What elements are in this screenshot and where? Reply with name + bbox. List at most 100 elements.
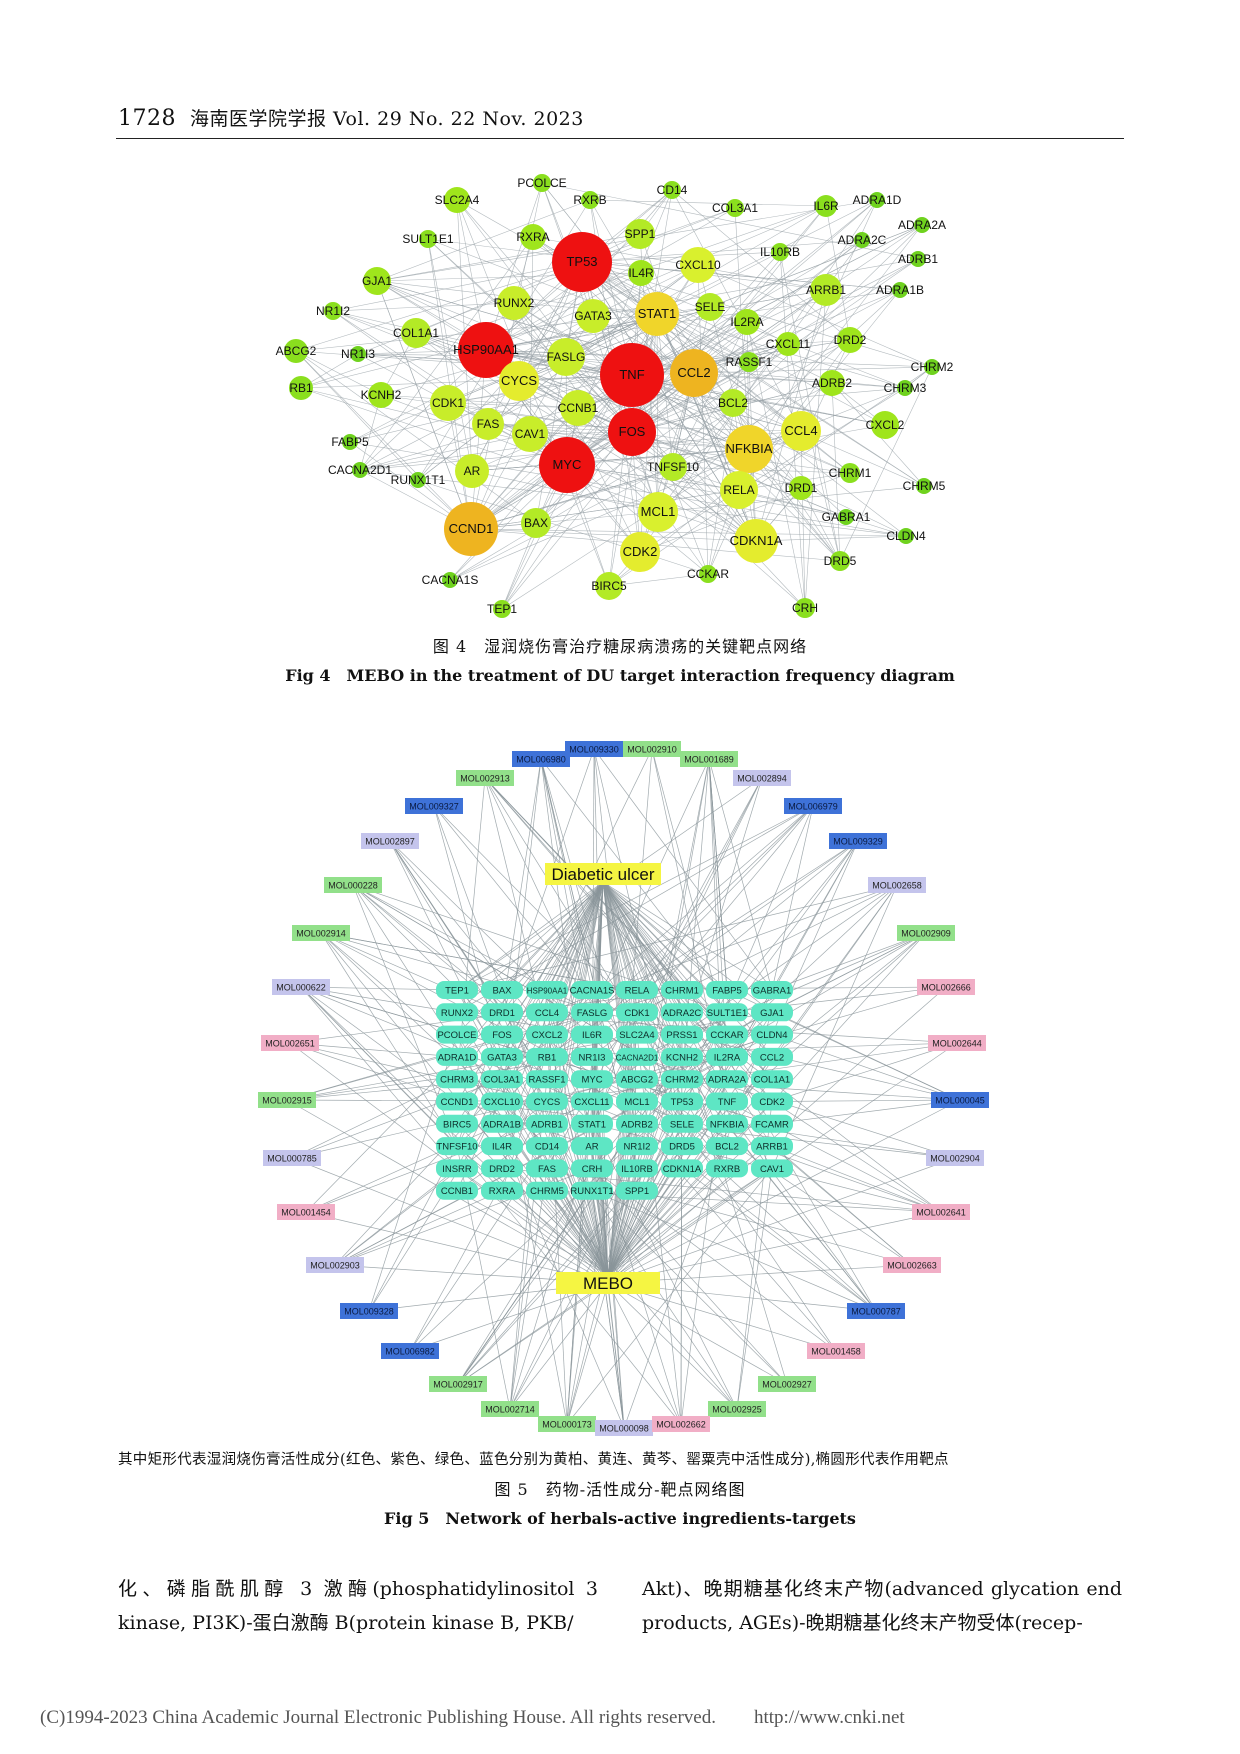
- fig4-node: [837, 327, 863, 353]
- fig5-target: [751, 1047, 793, 1066]
- fig5-target: [526, 1070, 568, 1089]
- fig5-edges: [286, 748, 961, 1429]
- fig5-edge: [602, 881, 773, 1080]
- fig5-target: [481, 1025, 523, 1044]
- fig4-node-label: ADRA1B: [876, 283, 924, 297]
- fig5-edge: [607, 1282, 837, 1352]
- fig5-edge: [771, 932, 927, 1058]
- fig5-edge: [771, 1099, 961, 1125]
- fig5-molecule-label: MOL001458: [811, 1347, 861, 1357]
- fig4-node-label: CDK1: [432, 396, 464, 410]
- fig5-target-label: BCL2: [715, 1142, 739, 1153]
- fig5-target-label: ADRA1B: [483, 1119, 521, 1130]
- fig4-edge: [800, 430, 806, 609]
- fig4-node-label: CAV1: [515, 427, 546, 441]
- fig5-target-label: TNF: [718, 1097, 737, 1108]
- fig4-node-label: CLDN4: [886, 529, 926, 543]
- fig4-edge: [608, 573, 709, 587]
- fig4-node-label: MYC: [553, 457, 582, 472]
- fig5-target-label: CACNA2D1: [616, 1053, 659, 1062]
- fig4-node: [625, 219, 655, 249]
- fig5-target: [526, 1003, 568, 1022]
- fig4-node-label: PCOLCE: [517, 176, 566, 190]
- fig5-molecule-label: MOL002904: [930, 1154, 980, 1164]
- fig5-molecule: [917, 979, 975, 995]
- fig5-target: [436, 1047, 478, 1066]
- fig5-edge: [540, 758, 638, 1102]
- fig4-edge: [565, 356, 757, 542]
- fig5-target-label: HSP90AA1: [527, 987, 568, 996]
- fig5-molecule: [708, 1401, 766, 1417]
- fig5-edge: [636, 1190, 913, 1266]
- fig4-node-label: FABP5: [331, 435, 369, 449]
- fig5-target: [436, 1025, 478, 1044]
- fig4-node-label: DRD1: [785, 481, 818, 495]
- fig5-edge: [546, 989, 682, 1425]
- fig4-node-label: IL2RA: [730, 315, 763, 329]
- fig5-target-label: INSRR: [442, 1164, 472, 1175]
- fig5-molecule-label: MOL002641: [916, 1208, 966, 1218]
- fig5-target: [616, 1092, 658, 1111]
- fig4-node: [830, 551, 850, 571]
- fig4-node: [719, 389, 747, 417]
- fig5-edge: [636, 1123, 837, 1352]
- fig5-molecule: [680, 751, 738, 767]
- fig4-node-label: CXCL11: [766, 337, 811, 351]
- figure-4-caption-cn: 图 4 湿润烧伤膏治疗糖尿病溃疡的关键靶点网络: [432, 637, 808, 656]
- fig4-edge: [485, 272, 642, 351]
- fig4-node-label: ARRB1: [806, 283, 846, 297]
- fig4-node-label: RUNX1T1: [391, 473, 446, 487]
- fig5-molecule: [565, 741, 623, 757]
- fig5-edge: [456, 1190, 609, 1276]
- fig5-edge: [566, 1101, 593, 1425]
- fig4-node: [350, 346, 366, 362]
- fig5-edge: [602, 881, 638, 1080]
- fig4-node: [444, 187, 470, 213]
- fig4-edge: [581, 261, 886, 426]
- fig5-molecule: [481, 1401, 539, 1417]
- fig5-target-label: PCOLCE: [437, 1030, 476, 1041]
- fig4-node-label: TEP1: [487, 602, 517, 616]
- fig5-edge: [457, 1056, 683, 1385]
- fig5-edge: [636, 1012, 942, 1213]
- fig5-edge: [681, 1168, 877, 1312]
- fig5-molecule: [306, 1257, 364, 1273]
- fig4-edge: [295, 350, 419, 481]
- fig4-node: [547, 338, 585, 376]
- fig5-edge: [456, 748, 595, 1147]
- fig5-edge: [456, 805, 814, 1013]
- fig4-node: [871, 411, 899, 439]
- fig4-node-label: RXRA: [516, 230, 549, 244]
- fig5-target-label: CHRM2: [665, 1075, 699, 1086]
- fig5-molecule: [784, 798, 842, 814]
- fig5-molecule: [292, 925, 350, 941]
- fig5-edge: [607, 1099, 961, 1284]
- fig5-edge: [607, 1157, 956, 1284]
- fig4-node-label: SULT1E1: [402, 232, 453, 246]
- fig5-target-label: CCL4: [535, 1008, 559, 1019]
- fig5-target-label: GJA1: [760, 1008, 784, 1019]
- fig4-node-label: COL1A1: [393, 326, 439, 340]
- fig5-hub-label: Diabetic ulcer: [552, 865, 655, 884]
- fig5-target-label: COL1A1: [754, 1075, 790, 1086]
- fig4-edge: [295, 350, 472, 530]
- fig5-target-label: NR1I2: [624, 1142, 651, 1153]
- fig4-node: [635, 292, 679, 336]
- fig5-target: [436, 1114, 478, 1133]
- fig4-edge: [470, 448, 750, 530]
- fig4-node: [696, 293, 724, 321]
- fig5-target-label: IL10RB: [621, 1164, 653, 1175]
- fig5-target: [571, 1159, 613, 1178]
- fig5-edge: [591, 1190, 877, 1312]
- fig5-target: [751, 1137, 793, 1156]
- journal-name: 海南医学院学报 Vol. 29 No. 22 Nov. 2023: [190, 108, 584, 130]
- fig4-node-label: CACNA2D1: [328, 463, 392, 477]
- fig5-target: [661, 1114, 703, 1133]
- fig4-node-label: ADRB2: [812, 376, 852, 390]
- fig4-edge: [332, 310, 734, 404]
- fig4-node: [914, 217, 930, 233]
- fig5-molecule: [912, 1204, 970, 1220]
- fig4-edge: [631, 374, 851, 474]
- fig4-edge: [295, 350, 537, 524]
